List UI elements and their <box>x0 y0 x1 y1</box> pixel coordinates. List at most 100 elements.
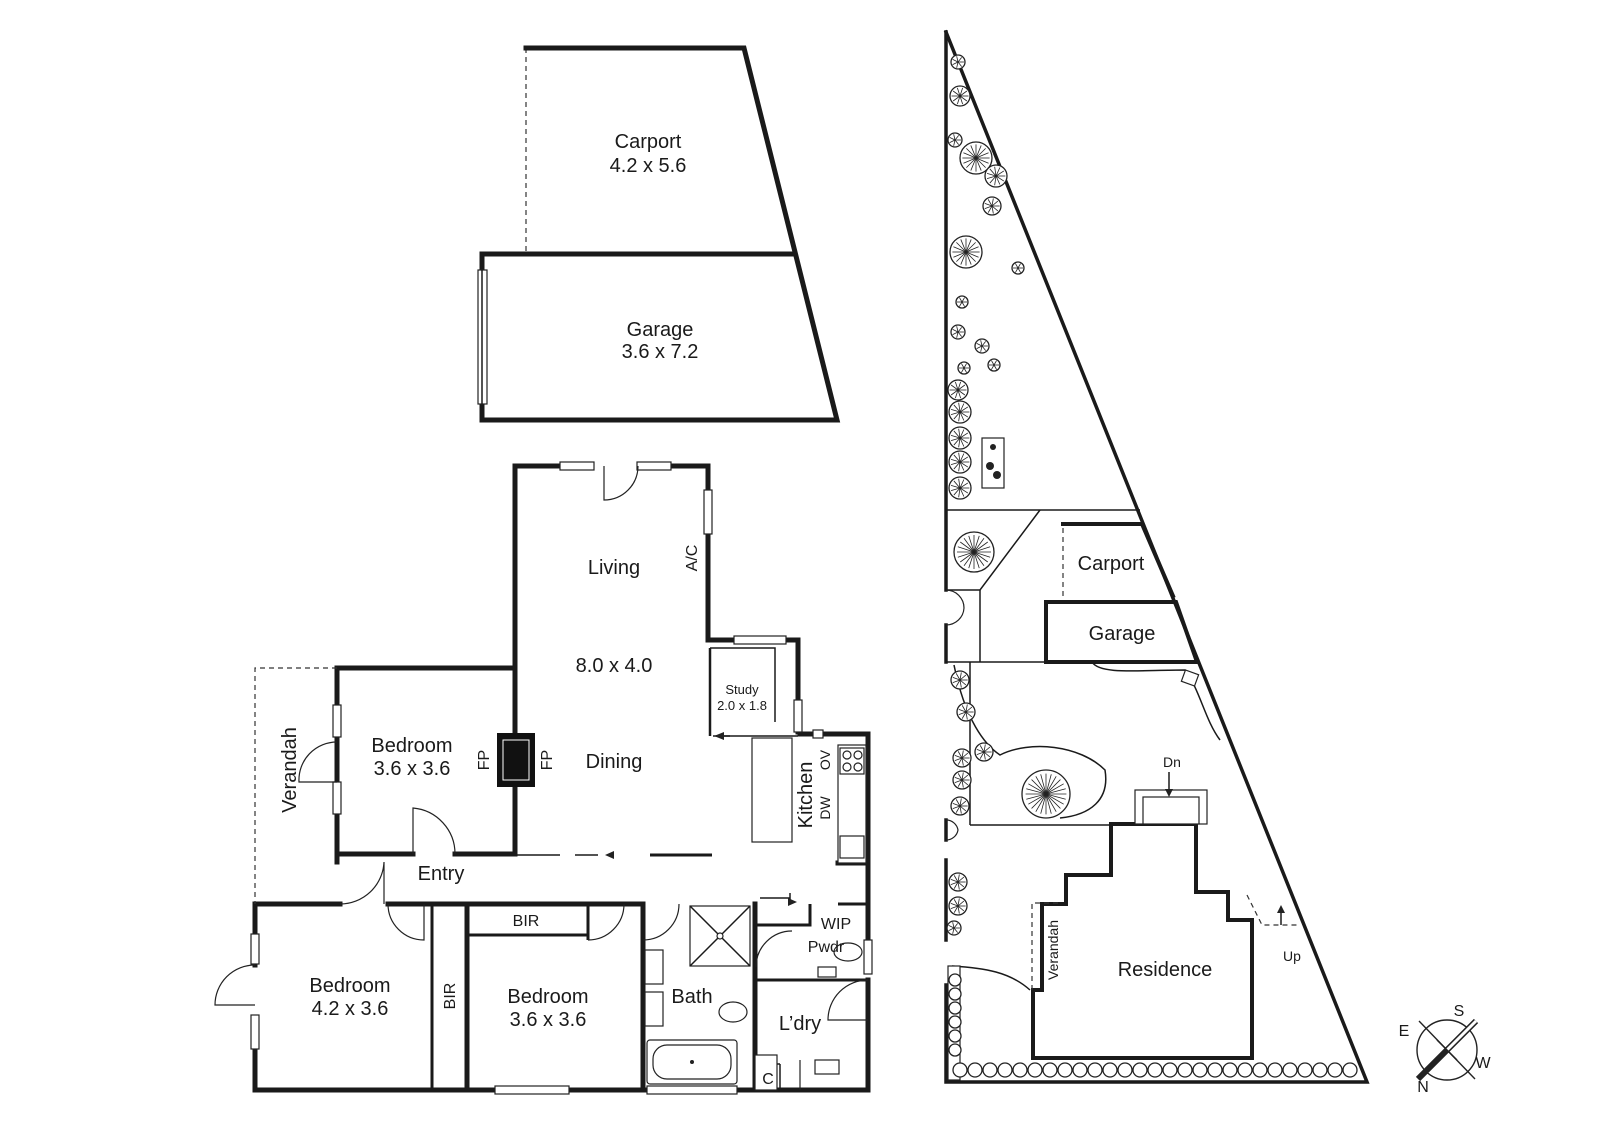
tree-branch <box>956 251 967 262</box>
tree-branch <box>959 487 969 494</box>
tree-branch <box>957 384 966 391</box>
tree-branch <box>957 389 966 396</box>
tree-branch <box>979 751 985 759</box>
tree-branch <box>957 331 963 337</box>
tree-branch <box>1026 788 1047 795</box>
tree-branch <box>991 198 994 207</box>
tree-branch <box>973 538 985 553</box>
tree-branch <box>959 456 969 463</box>
tree-branch <box>958 428 961 439</box>
tree-branch <box>1045 779 1061 795</box>
tree-branch <box>975 148 986 159</box>
house-fixtures <box>497 733 867 1091</box>
tree-branch <box>953 487 961 496</box>
tree-branch <box>1045 788 1066 795</box>
tree-branch <box>955 673 961 681</box>
tree-branch <box>957 389 962 399</box>
bedroom-front-dims: 3.6 x 3.6 <box>374 758 451 780</box>
tree-branch <box>963 157 977 164</box>
compass-labels: N S E W <box>1399 1003 1492 1096</box>
tree-branch <box>961 711 967 719</box>
tree-branch <box>957 546 975 553</box>
tree-branch <box>957 905 960 914</box>
tree-branch <box>987 205 993 213</box>
tree-branch <box>1026 793 1047 800</box>
hedge-symbol <box>997 1062 1013 1078</box>
carport-label: Carport <box>615 131 682 153</box>
tree-branch <box>950 903 959 907</box>
tree-branch <box>957 327 963 333</box>
hedge-symbol <box>1012 1062 1028 1078</box>
tree-branch <box>952 59 959 63</box>
tree-branch <box>952 95 961 102</box>
tree-branch <box>953 437 961 446</box>
tree-branch <box>955 679 961 687</box>
dining-label: Dining <box>586 751 643 773</box>
hedge-symbol <box>1297 1062 1313 1078</box>
tree-branch <box>961 774 969 781</box>
tree-branch <box>959 453 965 463</box>
tree-branch <box>959 679 962 688</box>
tree-branch <box>952 329 959 333</box>
down-label: Dn <box>1163 754 1181 770</box>
tree-branch <box>984 205 993 209</box>
tree-branch <box>959 679 967 686</box>
tree-branch <box>975 152 989 159</box>
tree-branch <box>1040 774 1047 795</box>
tree-branch <box>953 480 961 489</box>
hedge-symbol <box>1087 1062 1103 1078</box>
hedge-symbol <box>1027 1062 1043 1078</box>
hedge-symbol <box>952 1062 968 1078</box>
hedge-symbol <box>1177 1062 1193 1078</box>
study-dims: 2.0 x 1.8 <box>717 698 767 713</box>
tree-branch <box>961 772 964 781</box>
tree-branch <box>954 777 963 781</box>
tree-branch <box>953 927 959 933</box>
tree-branch <box>960 239 967 253</box>
tree-branch <box>952 679 961 683</box>
tree-branch <box>975 145 982 159</box>
tree-branch <box>957 381 962 391</box>
entry-label: Entry <box>418 863 465 885</box>
tree-branch <box>957 61 963 67</box>
tree-branch <box>976 751 985 755</box>
tree-branch <box>959 805 967 812</box>
tree-branch <box>953 461 961 470</box>
hedge-symbol <box>1342 1062 1358 1078</box>
hedge-symbol <box>948 1001 962 1015</box>
hedge-symbol <box>1057 1062 1073 1078</box>
tree-branch <box>957 876 965 883</box>
ac-label: A/C <box>684 545 701 572</box>
hedge-symbol <box>1327 1062 1343 1078</box>
tree-branch <box>975 157 982 171</box>
tree-branch <box>950 384 959 391</box>
tree-branch <box>952 927 955 934</box>
hedge-symbol <box>982 1062 998 1078</box>
fireplace-right-label: FP <box>539 750 556 770</box>
tree-branch <box>973 546 991 553</box>
tree-branch <box>959 429 965 439</box>
tree-branch <box>995 167 1001 177</box>
tree-branch <box>983 744 986 753</box>
tree-branch <box>954 755 963 759</box>
tree-branch <box>954 139 960 145</box>
tree-branch <box>1015 263 1019 269</box>
tree-branch <box>968 551 975 569</box>
floor-plan-labels: Carport 4.2 x 5.6 Garage 3.6 x 7.2 Livin… <box>279 131 851 1088</box>
tree-branch <box>957 57 963 63</box>
tree-branch <box>983 751 991 758</box>
tree-branch <box>989 175 997 184</box>
tree-branch <box>958 452 961 463</box>
study-label: Study <box>725 682 759 697</box>
tree-branch <box>1045 793 1061 809</box>
tree-branch <box>950 389 959 396</box>
bedroom-left-dims: 4.2 x 3.6 <box>312 998 389 1020</box>
tree-branch <box>1028 793 1047 805</box>
tree-branch <box>960 251 967 265</box>
tree-branch <box>956 331 959 338</box>
tree-branch <box>958 437 961 448</box>
tree-branch <box>948 925 955 929</box>
tree-branch <box>973 535 980 553</box>
tree-branch <box>963 152 977 159</box>
tree-branch <box>981 341 987 347</box>
